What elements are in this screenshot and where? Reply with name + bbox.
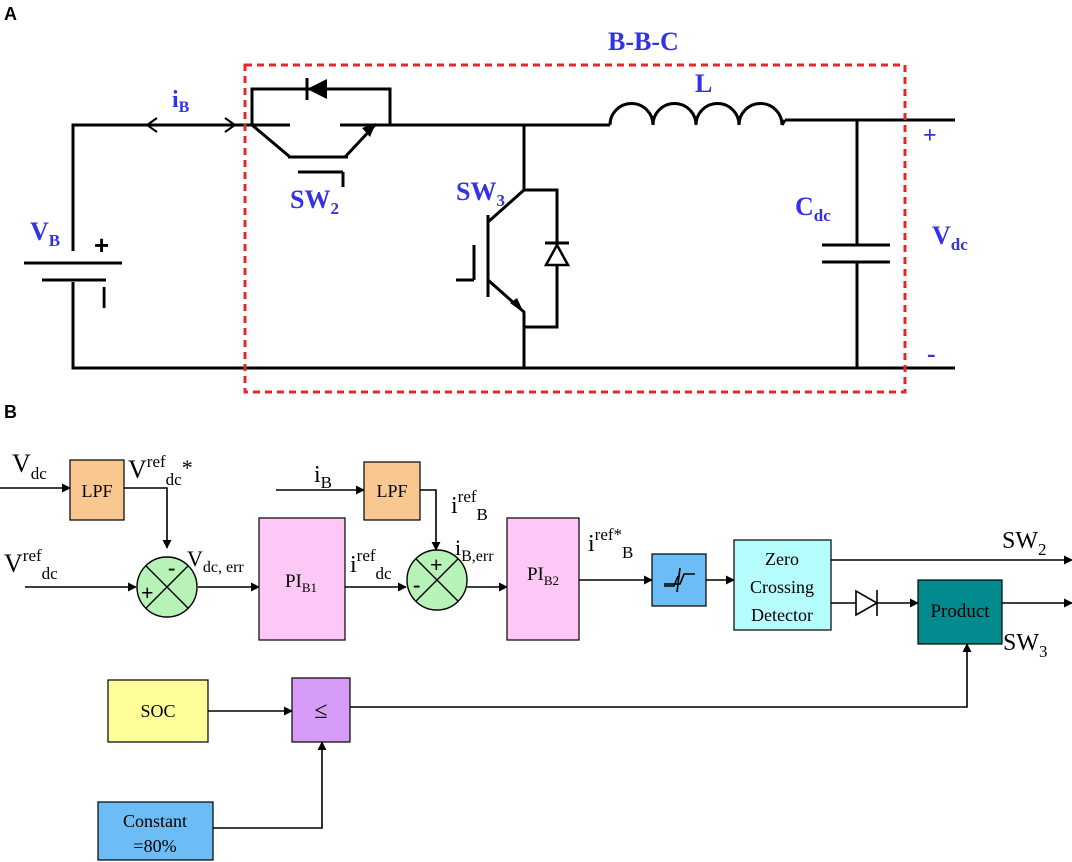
pi2-block: [506, 517, 580, 641]
capacitor-symbol: [822, 120, 890, 368]
soc-label: SOC: [140, 701, 175, 721]
constant-line-2: =80%: [133, 836, 176, 856]
capacitor-label: Cdc: [795, 192, 831, 225]
sum1-plus: +: [141, 580, 154, 605]
sw3-output-label: SW3: [1003, 630, 1048, 661]
output-plus: +: [923, 123, 937, 149]
lpf2-label: LPF: [376, 481, 407, 501]
zcd-line-1: Zero: [765, 549, 799, 569]
current-arrows: [145, 117, 237, 133]
inductor-label: L: [695, 69, 712, 98]
gate-diode: [855, 589, 879, 617]
pi2-label: PIB2: [527, 564, 559, 588]
pi1-output-label: irefdc: [350, 546, 392, 583]
current-label: iB: [172, 87, 190, 116]
sum2-junction: [406, 549, 468, 611]
sw3-diode: [543, 242, 571, 267]
sw3-emitter-arrow: [510, 298, 524, 313]
panel-a-label: A: [4, 4, 17, 24]
switch2-label: SW2: [290, 185, 339, 218]
switch3-label: SW3: [456, 177, 505, 210]
sw2-diode: [305, 78, 327, 100]
sum1-minus: -: [168, 555, 175, 580]
battery-plus: +: [94, 230, 109, 260]
sum1-output-label: Vdc, err: [187, 546, 244, 576]
lpf2-block: [363, 461, 421, 521]
sum2-plus: +: [430, 552, 443, 577]
pi1-block: [258, 517, 346, 641]
lpf1-label: LPF: [81, 481, 112, 501]
signal-lines: [0, 483, 1072, 829]
switch-sw3: [456, 125, 569, 368]
zcd-line-3: Detector: [751, 605, 813, 625]
constant-line-1: Constant: [123, 811, 187, 831]
zcd-block: [733, 539, 832, 631]
inductor-symbol: [608, 102, 784, 126]
lpf2-output-label: irefB: [451, 487, 488, 524]
lpf1-block: [69, 459, 125, 521]
battery-symbol: [24, 261, 122, 282]
vref-input-label: Vrefdc: [4, 546, 58, 583]
pi2-output-label: iref*B: [588, 525, 633, 562]
output-minus: -: [927, 339, 936, 368]
zcd-line-2: Crossing: [750, 577, 814, 597]
sw2-output-label: SW2: [1002, 528, 1047, 559]
sum2-minus: -: [413, 572, 420, 597]
hysteresis-icon: [664, 567, 695, 593]
soc-block: [107, 679, 209, 743]
product-block: [917, 579, 1003, 645]
region-label: B-B-C: [608, 27, 679, 56]
sum1-junction: [136, 556, 198, 618]
ib-input-label: iB: [314, 462, 332, 492]
sw2-emitter-arrow: [362, 123, 376, 137]
sum2-output-label: iB,err: [455, 535, 494, 565]
output-label: Vdc: [932, 221, 968, 254]
product-label: Product: [930, 601, 990, 622]
battery-minus: |: [101, 283, 107, 308]
pi1-label: PIB1: [285, 571, 317, 595]
panel-b-label: B: [4, 402, 17, 422]
constant-block: [97, 801, 214, 861]
compare-label: ≤: [314, 698, 327, 724]
battery-label: VB: [30, 217, 60, 250]
switch-sw2: [250, 87, 392, 187]
vdc-input-label: Vdc: [12, 449, 47, 483]
lpf1-output-label: Vrefdc*: [128, 452, 193, 489]
compare-block: [291, 677, 351, 743]
bbc-region-border: [243, 63, 907, 394]
circuit-wires: [71, 118, 955, 370]
